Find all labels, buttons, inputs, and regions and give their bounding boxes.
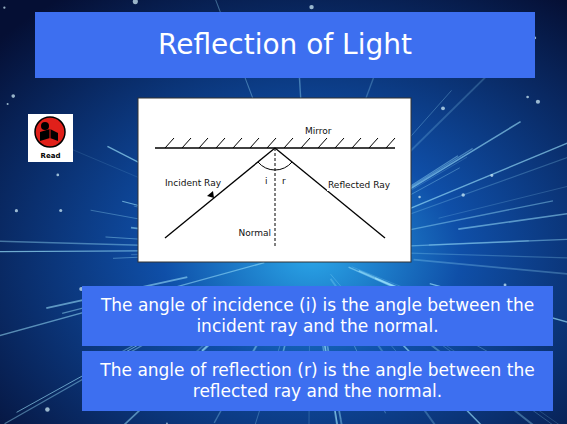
hatch-mark — [182, 138, 191, 148]
light-dot — [441, 106, 445, 110]
hatch-mark — [318, 138, 327, 148]
diagram-label: i — [264, 176, 269, 187]
ray-arrow — [207, 191, 214, 198]
normal-line — [275, 148, 276, 246]
title-band — [35, 12, 535, 78]
hatch-mark — [335, 138, 344, 148]
diagram-label: Mirror — [304, 126, 333, 137]
light-dot — [490, 174, 493, 177]
mirror-hatching — [165, 138, 395, 148]
hatch-mark — [267, 138, 276, 148]
hatch-mark — [233, 138, 242, 148]
hatch-mark — [352, 138, 361, 148]
fibre-streak — [439, 179, 567, 218]
icon-card — [28, 114, 73, 162]
hatch-mark — [199, 138, 208, 148]
icon-head — [41, 122, 49, 130]
light-dot — [15, 209, 18, 212]
diagram-label: Incident Ray — [164, 178, 222, 189]
light-dot — [3, 7, 5, 9]
fibre-streak — [405, 234, 567, 246]
light-dot — [7, 103, 9, 105]
hatch-mark — [301, 138, 310, 148]
fibre-streak — [401, 99, 567, 212]
light-dot — [166, 423, 168, 424]
light-dot — [536, 100, 540, 104]
icon-caption: Read — [28, 150, 73, 162]
light-dot — [309, 5, 313, 9]
diagram-panel — [138, 98, 411, 262]
icon-disc — [35, 117, 65, 147]
icon-spine — [50, 129, 51, 138]
hatch-mark — [250, 138, 259, 148]
diagram-label: r — [281, 176, 287, 187]
light-dot — [56, 174, 59, 177]
light-dot — [526, 96, 529, 99]
reflected-ray — [275, 148, 385, 238]
fibre-streak — [429, 241, 529, 245]
fibre-streak — [0, 251, 161, 252]
light-dot — [11, 94, 15, 98]
incident-ray — [165, 148, 275, 238]
definition-text: The angle of reflection (r) is the angle… — [96, 360, 539, 403]
hatch-mark — [386, 138, 395, 148]
hatch-mark — [369, 138, 378, 148]
definition-band: The angle of incidence (i) is the angle … — [82, 286, 553, 346]
icon-label: Read — [28, 152, 73, 161]
angle-arc — [258, 162, 292, 170]
fibre-streak — [414, 260, 567, 285]
fibre-streak — [393, 253, 567, 260]
light-dot — [461, 193, 464, 196]
reflection-illustration — [155, 138, 395, 246]
diagram-label: Reflected Ray — [327, 180, 391, 191]
light-dot — [418, 196, 421, 199]
read-icon — [28, 114, 73, 162]
icon-book — [40, 129, 58, 141]
diagram-label: Normal — [237, 228, 272, 239]
hatch-mark — [165, 138, 174, 148]
hatch-mark — [284, 138, 293, 148]
slide-title: Reflection of Light — [35, 12, 535, 78]
definition-band: The angle of reflection (r) is the angle… — [82, 351, 553, 411]
light-dot — [59, 209, 62, 212]
hatch-mark — [216, 138, 225, 148]
definition-text: The angle of incidence (i) is the angle … — [96, 295, 539, 338]
light-dot — [45, 407, 49, 411]
light-dot — [133, 0, 138, 4]
